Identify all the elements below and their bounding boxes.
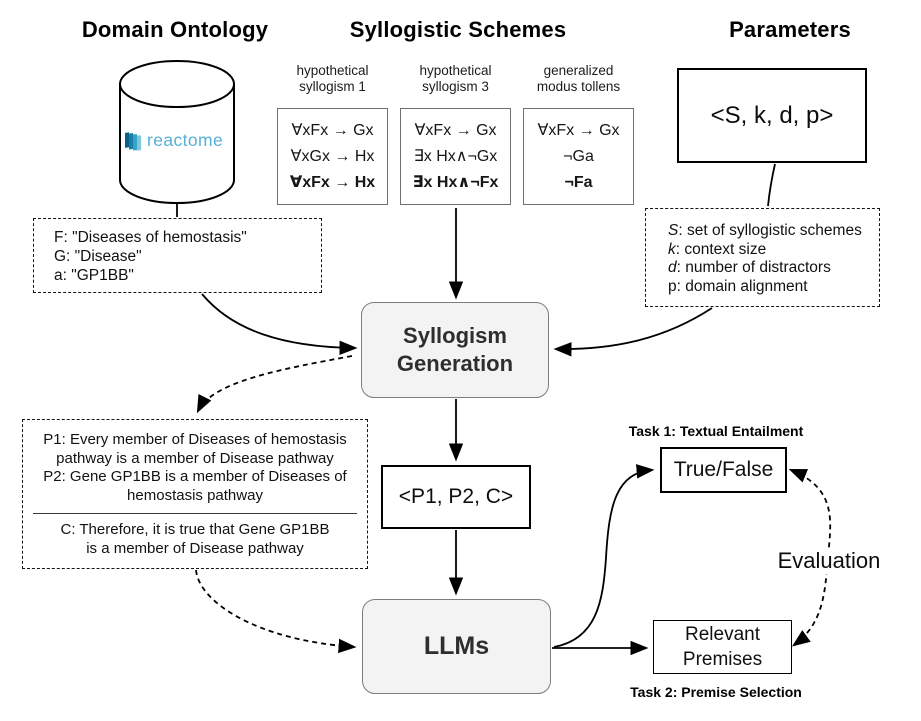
example-p2-line-2: hemostasis pathway bbox=[127, 487, 263, 505]
task-1-label: Task 1: Textual Entailment bbox=[628, 423, 804, 439]
scheme-3-box: ∀xFx → Gx ¬Ga ¬Fa bbox=[523, 108, 634, 205]
arrow-legend-to-generation bbox=[553, 307, 713, 357]
legend-item-p: p: domain alignment bbox=[668, 277, 808, 295]
reactome-pinwheel-icon bbox=[125, 131, 141, 151]
scheme-1-premise-2: ∀xGx → Hx bbox=[290, 147, 375, 165]
reactome-logo-text: reactome bbox=[147, 130, 224, 150]
heading-syllogistic-schemes: Syllogistic Schemes bbox=[349, 17, 567, 42]
example-p2-line-1: P2: Gene GP1BB is a member of Diseases o… bbox=[43, 468, 347, 486]
database-cylinder-icon bbox=[119, 60, 235, 204]
dashed-arrow-evaluation bbox=[788, 469, 832, 647]
ontology-example-box: F: "Diseases of hemostasis" G: "Disease"… bbox=[33, 218, 322, 293]
example-c-line-1: C: Therefore, it is true that Gene GP1BB bbox=[60, 520, 330, 538]
llms-box: LLMs bbox=[362, 599, 551, 694]
connector-parameters-to-legend bbox=[767, 163, 776, 207]
scheme-2-premise-1: ∀xFx → Gx bbox=[414, 121, 497, 139]
ontology-example-f: F: "Diseases of hemostasis" bbox=[54, 229, 247, 246]
task-2-label: Task 2: Premise Selection bbox=[630, 684, 802, 700]
parameters-tuple-box: <S, k, d, p> bbox=[677, 68, 867, 163]
scheme-1-box: ∀xFx → Gx ∀xGx → Hx ∀xFx → Hx bbox=[277, 108, 388, 205]
scheme-2-conclusion: ∃x Hx∧¬Fx bbox=[412, 173, 499, 191]
evaluation-label: Evaluation bbox=[765, 548, 893, 574]
ontology-example-g: G: "Disease" bbox=[54, 248, 142, 265]
scheme-2-label: hypothetical syllogism 3 bbox=[419, 63, 492, 94]
heading-domain-ontology: Domain Ontology bbox=[81, 17, 269, 42]
scheme-2-box: ∀xFx → Gx ∃x Hx∧¬Gx ∃x Hx∧¬Fx bbox=[400, 108, 511, 205]
example-divider bbox=[33, 512, 357, 514]
ontology-example-a: a: "GP1BB" bbox=[54, 267, 134, 284]
syllogism-generation-box: Syllogism Generation bbox=[361, 302, 549, 398]
scheme-1-label: hypothetical syllogism 1 bbox=[296, 63, 369, 94]
legend-item-s: S: set of syllogistic schemes bbox=[668, 222, 862, 239]
dashed-arrow-generation-to-example bbox=[196, 355, 353, 414]
scheme-3-premise-1: ∀xFx → Gx bbox=[537, 121, 620, 139]
dashed-arrow-example-to-llms bbox=[195, 569, 357, 654]
arrow-ontology-example-to-generation bbox=[201, 293, 358, 355]
example-p1-line-2: pathway is a member of Disease pathway bbox=[56, 449, 334, 467]
relevant-premises-box: Relevant Premises bbox=[653, 620, 792, 674]
scheme-3-premise-2: ¬Ga bbox=[563, 147, 594, 165]
reactome-logo: reactome bbox=[124, 127, 223, 154]
example-c-line-2: is a member of Disease pathway bbox=[86, 539, 304, 557]
triple-box: <P1, P2, C> bbox=[381, 465, 531, 529]
syllogism-example-box: P1: Every member of Diseases of hemostas… bbox=[22, 419, 368, 569]
scheme-1-conclusion: ∀xFx → Hx bbox=[289, 173, 376, 191]
legend-item-k: k: context size bbox=[668, 240, 767, 258]
parameters-legend-box: S: set of syllogistic schemes k: context… bbox=[645, 208, 880, 307]
scheme-1-premise-1: ∀xFx → Gx bbox=[291, 121, 374, 139]
example-p1-line-1: P1: Every member of Diseases of hemostas… bbox=[43, 431, 347, 448]
scheme-3-conclusion: ¬Fa bbox=[564, 173, 593, 191]
scheme-3-label: generalized modus tollens bbox=[536, 63, 621, 94]
arrow-llms-to-true-false bbox=[553, 464, 655, 648]
heading-parameters: Parameters bbox=[729, 17, 851, 42]
scheme-2-premise-2: ∃x Hx∧¬Gx bbox=[413, 147, 498, 165]
legend-item-d: d: number of distractors bbox=[668, 259, 831, 277]
true-false-box: True/False bbox=[660, 447, 787, 493]
